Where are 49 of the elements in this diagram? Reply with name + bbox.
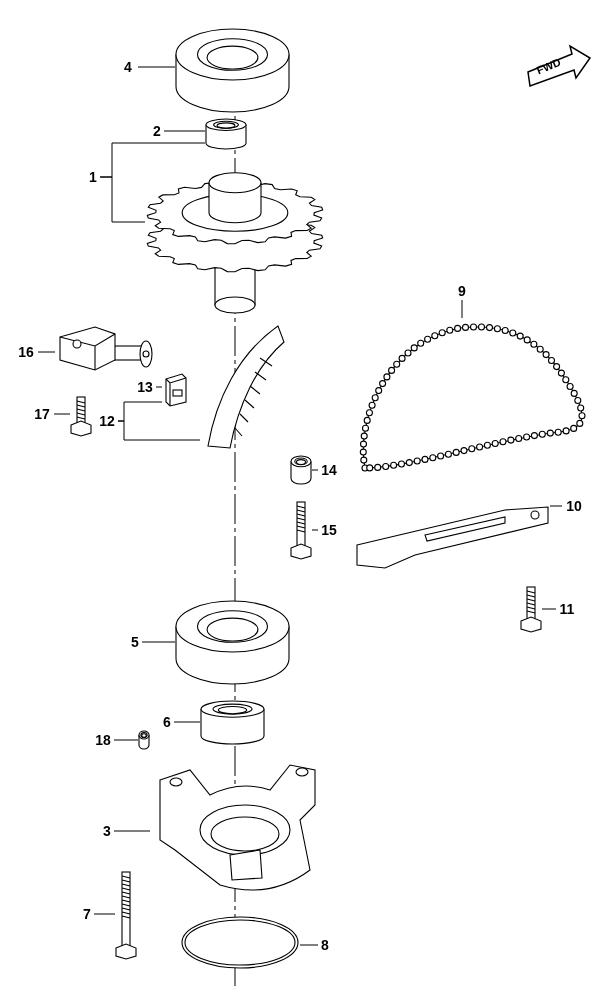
- bushing-drawing: [290, 455, 312, 485]
- callout-number: 12: [96, 412, 118, 430]
- collar-drawing: [205, 118, 247, 150]
- bearing-drawing: [175, 600, 290, 685]
- callout-number: 18: [92, 731, 114, 749]
- callout-number: 14: [318, 461, 340, 479]
- leader-line: [37, 351, 56, 353]
- callout-number: 5: [128, 633, 142, 651]
- leader-line: [137, 66, 176, 68]
- leader-line: [163, 130, 206, 132]
- callout-number: 8: [318, 936, 332, 954]
- callout-number: 6: [160, 713, 174, 731]
- pin-drawing: [138, 730, 150, 750]
- callout-number: 15: [318, 521, 340, 539]
- callout-number: 17: [30, 405, 54, 423]
- callout-number: 11: [556, 600, 578, 618]
- leader-line: [549, 505, 563, 507]
- leader-line: [173, 721, 201, 723]
- leader-line: [311, 529, 319, 531]
- callout-number: 4: [118, 58, 138, 76]
- chain-guide-drawing: [355, 505, 550, 570]
- leader-line: [117, 420, 201, 441]
- callout-number: 3: [100, 822, 114, 840]
- leader-line: [93, 913, 116, 915]
- leader-line: [113, 739, 139, 741]
- callout-number: 9: [455, 282, 469, 300]
- leader-line: [113, 830, 151, 832]
- bolt-drawing: [70, 395, 92, 437]
- seal-drawing: [200, 700, 265, 745]
- callout-number: 16: [14, 343, 38, 361]
- leader-line: [461, 299, 463, 319]
- leader-line: [541, 608, 557, 610]
- leader-line: [155, 386, 163, 388]
- callout-number: 2: [150, 122, 164, 140]
- callout-number: 10: [562, 497, 586, 515]
- leader-line: [299, 944, 319, 946]
- leader-line: [141, 641, 176, 643]
- leader-line: [311, 469, 319, 471]
- bolt-drawing: [115, 870, 137, 960]
- bolt-drawing: [290, 500, 312, 560]
- leader-line: [99, 176, 146, 223]
- callout-number: 1: [86, 168, 100, 186]
- leader-line: [53, 413, 71, 415]
- clip-drawing: [162, 372, 188, 408]
- bearing-drawing: [175, 28, 290, 113]
- callout-number: 7: [80, 905, 94, 923]
- bolt-drawing: [520, 585, 542, 633]
- o-ring-drawing: [180, 915, 300, 970]
- callout-number: 13: [134, 378, 156, 396]
